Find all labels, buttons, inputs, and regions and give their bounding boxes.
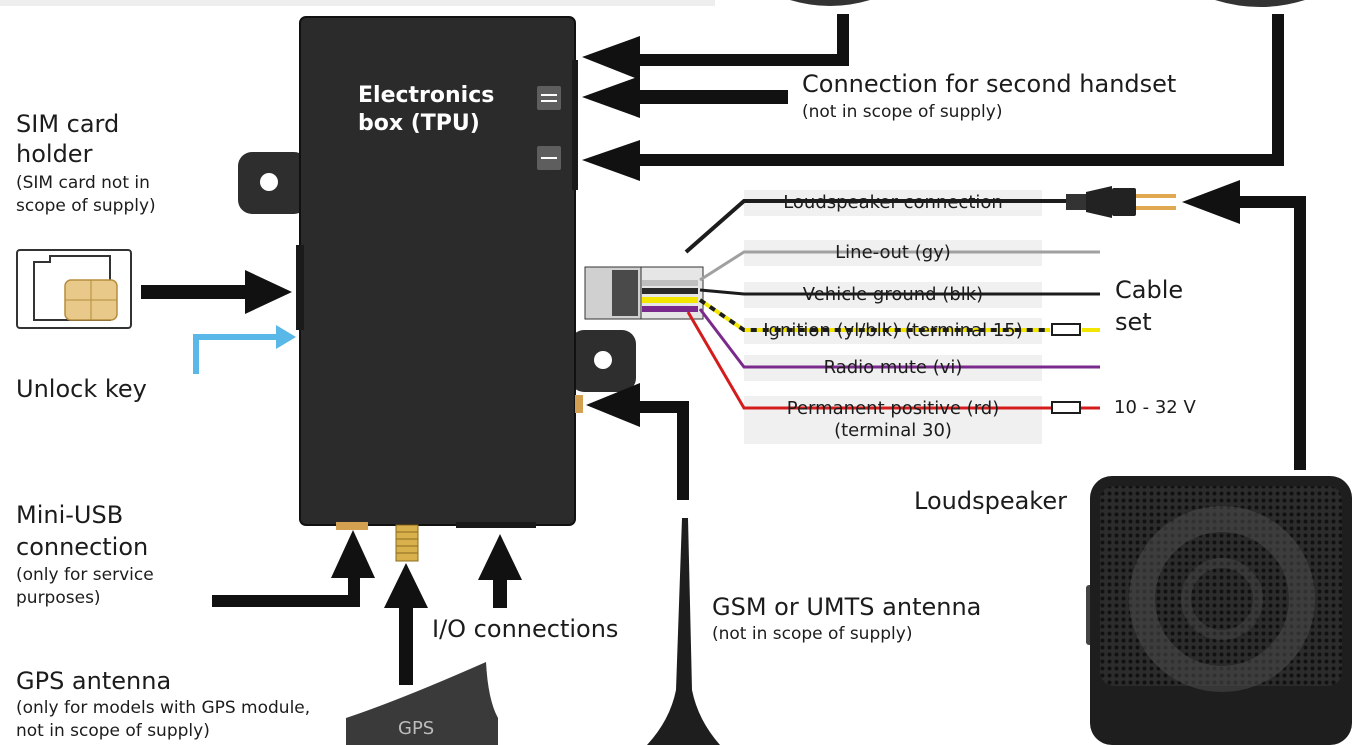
top-strip [0,0,715,6]
cable-set-line1: Cable [1115,276,1184,304]
sma-connector [395,524,419,562]
gps-title: GPS antenna [16,667,172,695]
wire-label-loudspeaker: Loudspeaker connection [783,192,1003,213]
usb-title-line1: Mini-USB [16,501,124,529]
usb-note-line1: (only for service [16,565,154,585]
arrows [141,14,1306,685]
electronics-box [238,16,636,530]
loudspeaker-box [1086,476,1352,745]
wire-label-ground: Vehicle ground (blk) [802,284,984,305]
loudspeaker-label: Loudspeaker [914,487,1067,515]
gps-badge: GPS [398,718,435,739]
wire-label-ignition: Ignition (yl/blk) (terminal 15) [763,320,1023,341]
sim-note-line1: (SIM card not in [16,173,150,193]
cable-connector [584,266,704,320]
gps-note-line1: (only for models with GPS module, [16,698,311,718]
gps-antenna [346,662,498,745]
usb-title-line2: connection [16,533,149,561]
loudspeaker-plug [1066,186,1176,218]
tpu-title-line2: box (TPU) [358,110,480,136]
handset-hint-left [790,0,870,6]
tpu-title: Electronics box (TPU) [358,82,494,137]
voltage-label: 10 - 32 V [1114,397,1196,418]
wire-label-positive: Permanent positive (rd) [786,398,1000,419]
sim-title-line2: holder [16,140,93,168]
tpu-title-line1: Electronics [358,83,495,108]
unlock-key-label: Unlock key [16,375,147,403]
io-connections-label: I/O connections [432,615,619,643]
sim-note-line2: scope of supply) [16,196,156,216]
unlock-key-arrow [193,325,296,374]
wire-label-positive-terminal: (terminal 30) [834,420,952,441]
gsm-note: (not in scope of supply) [712,624,913,644]
gps-note-line2: not in scope of supply) [16,721,210,741]
cable-set-line2: set [1115,308,1152,336]
gsm-title: GSM or UMTS antenna [712,593,982,621]
sim-title-line1: SIM card [16,110,120,138]
second-handset-note: (not in scope of supply) [802,102,1003,122]
wires [684,199,1100,414]
wire-panels [744,190,1042,444]
wire-label-line-out: Line-out (gy) [835,242,951,263]
gsm-antenna [647,518,720,745]
handset-hint-right [1215,0,1305,7]
sim-card-holder [16,249,132,329]
wire-label-radio-mute: Radio mute (vi) [823,357,963,378]
usb-note-line2: purposes) [16,588,101,608]
second-handset-label: Connection for second handset [802,70,1177,98]
